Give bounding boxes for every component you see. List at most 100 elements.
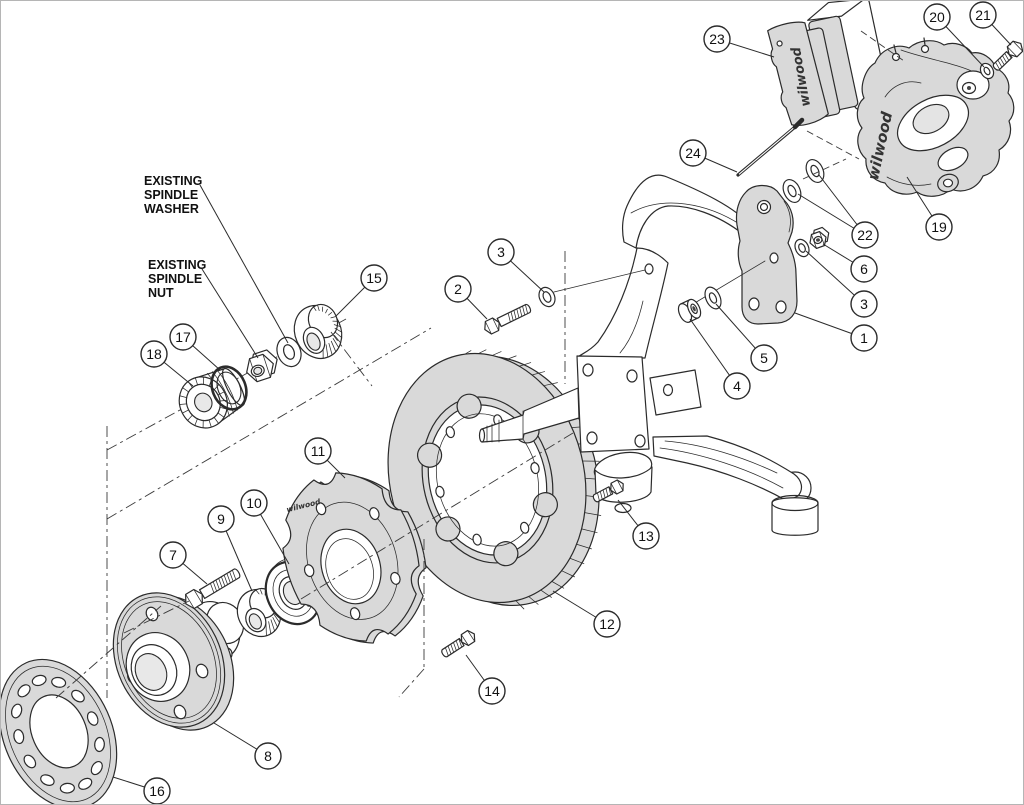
vent-tick	[576, 543, 592, 550]
existing-spindle-washer-ring	[276, 336, 302, 368]
diagram-shape	[55, 605, 162, 699]
thread	[456, 641, 460, 649]
callout-16: 16	[143, 777, 171, 804]
bearing-rib	[268, 621, 272, 635]
vent-tick	[491, 351, 502, 356]
vent-tick	[464, 350, 472, 355]
bearing-rib	[255, 589, 260, 595]
thread	[213, 582, 217, 591]
diagram-shape	[659, 440, 784, 489]
diagram-shape: 21	[975, 7, 991, 23]
diagram-shape	[810, 164, 820, 178]
diagram-shape: NUT	[148, 286, 174, 300]
vent-tick	[569, 557, 585, 565]
diagram-shape	[806, 130, 860, 160]
bracket-hole	[748, 297, 760, 311]
hat-center-hole	[320, 528, 382, 605]
callout-23: 23	[703, 25, 731, 53]
outer-bearing	[293, 303, 343, 359]
diagram-shape	[240, 489, 268, 517]
callout-5: 5	[750, 344, 778, 372]
bearing-rib	[328, 312, 333, 316]
diagram-shape	[478, 677, 506, 705]
vent-tick	[543, 382, 558, 387]
plate-hole	[51, 676, 67, 688]
vent-tick	[561, 570, 576, 578]
diagram-shape	[1006, 40, 1023, 58]
bearing-rib	[332, 338, 340, 348]
plate-hole	[78, 777, 93, 790]
vent-tick	[581, 528, 598, 534]
hat-hole	[303, 564, 315, 578]
diagram-shape: 4	[733, 378, 741, 394]
flange-hole	[634, 434, 646, 448]
pad-retaining-pin	[736, 117, 805, 177]
diagram-shape	[723, 372, 751, 400]
diagram-shape: 7	[169, 547, 177, 563]
thread	[519, 307, 523, 317]
diagram-shape	[630, 202, 742, 226]
opening-hole	[530, 462, 540, 475]
thread	[1002, 55, 1007, 63]
callouts: 1 2 3 3 4 5 6 7 8 9 10 11 12 13 14 15 16…	[140, 1, 997, 804]
existing-spindle-nut-label: EXISTING	[148, 258, 206, 272]
diagram-shape	[444, 275, 472, 303]
bearing-rib	[325, 308, 328, 314]
callout-15: 15	[360, 264, 388, 292]
vent-tick	[531, 371, 545, 376]
diagram-shape	[767, 21, 829, 126]
knurl-tick	[179, 403, 187, 405]
diagram-shape	[792, 117, 805, 130]
callout-19: 19	[925, 213, 953, 241]
plate-hole	[31, 674, 47, 687]
diagram-shape	[798, 243, 806, 253]
bolt-shaft	[992, 51, 1013, 71]
diagram-shape	[923, 3, 951, 31]
callout-7: 7	[159, 541, 187, 569]
thread	[453, 642, 457, 651]
diagram-shape	[703, 25, 731, 53]
knurl-tick	[194, 418, 198, 426]
thread	[218, 578, 223, 588]
diagram-shape	[735, 184, 798, 325]
spacer	[677, 298, 702, 323]
knurl-tick	[181, 409, 189, 414]
callout-13: 13	[632, 522, 660, 550]
plate-holes	[11, 674, 105, 794]
opening-hole	[445, 426, 456, 439]
thread	[525, 305, 528, 314]
callout-3-left: 3	[487, 238, 515, 266]
plate-hole	[17, 684, 31, 698]
diagram-shape: SPINDLE	[144, 188, 198, 202]
dust-cap	[178, 367, 246, 429]
diagram-shape	[632, 522, 660, 550]
diagram-shape	[771, 494, 819, 512]
washer-3-right	[794, 238, 810, 258]
plate-hole	[59, 782, 75, 794]
knurl-tick	[213, 417, 219, 424]
caliper-mount-bracket	[735, 184, 798, 325]
diagram-shape	[759, 202, 769, 212]
hat-bolt-holes	[303, 502, 401, 621]
callout-8: 8	[254, 742, 282, 770]
plate-hole	[94, 736, 105, 753]
diagram-shape: 9	[217, 511, 225, 527]
thread	[221, 577, 225, 586]
thread	[522, 306, 525, 315]
bearing-rib	[273, 614, 280, 623]
caliper-bolt	[992, 40, 1023, 71]
thread	[229, 572, 234, 581]
diagram-shape	[207, 505, 235, 533]
diagram-shape: 8	[264, 748, 272, 764]
bracket-hole	[775, 300, 787, 314]
upper-mount-hole	[644, 263, 654, 275]
brake-pads: wilwood	[767, 1, 891, 126]
thread	[995, 62, 1000, 70]
diagram-shape	[460, 630, 476, 646]
callout-24: 24	[679, 139, 707, 167]
outboard-pad: wilwood	[767, 21, 841, 126]
tie-rod-end	[771, 497, 819, 536]
diagram-shape: 18	[146, 346, 162, 362]
